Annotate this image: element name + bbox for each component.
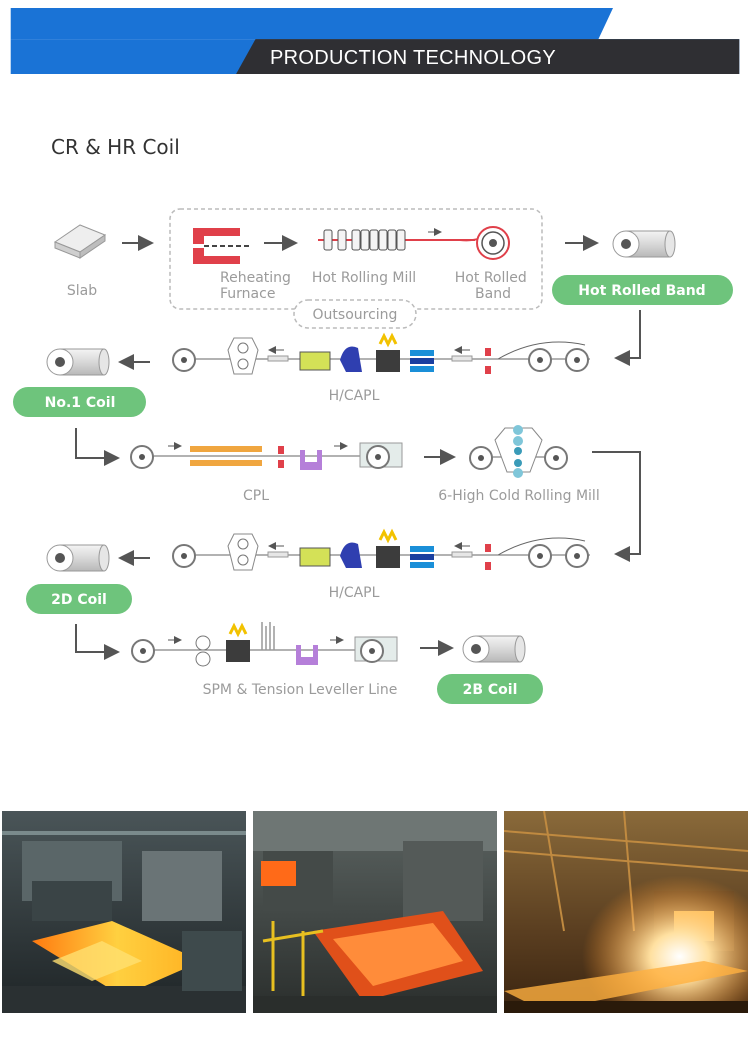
hot-rolling-photo-3 [504,811,748,1013]
cold-rolling-mill-icon [469,425,568,478]
hot-rolling-mill-label: Hot Rolling Mill [312,270,416,286]
coil-icon [612,230,676,258]
page-title: PRODUCTION TECHNOLOGY [270,47,556,69]
hcapl-line-icon [172,528,590,571]
no1-coil-pill [13,387,146,417]
2d-coil-label: 2D Coil [51,592,107,608]
section-title: CR & HR Coil [51,135,180,159]
hot-rolled-band-label: Hot Rolled Band [455,270,531,302]
coil-icon [476,226,510,260]
cpl-label: CPL [243,488,269,504]
outsourcing-label: Outsourcing [313,307,398,323]
hot-rolling-photo-2 [253,811,497,1013]
slab-icon [53,224,107,259]
hcapl-line-icon [172,332,590,375]
cold-rolling-mill-label: 6-High Cold Rolling Mill [438,488,599,504]
coil-icon [46,544,110,572]
reheating-furnace-icon [193,228,252,264]
coil-icon [462,635,526,663]
header-banner [10,8,740,75]
cpl-line-icon [130,442,403,470]
spm-line-label: SPM & Tension Leveller Line [203,682,398,698]
reheating-furnace-label: Reheating Furnace [220,270,295,302]
hot-rolled-band-pill [552,275,733,305]
hcapl-label-2: H/CAPL [329,585,380,601]
no1-coil-label: No.1 Coil [45,395,116,411]
2b-coil-label: 2B Coil [463,682,518,698]
coil-icon [46,348,110,376]
outsourcing-tag [293,299,417,329]
hcapl-label-1: H/CAPL [329,388,380,404]
connector-arrow-icon [75,428,120,466]
connector-arrow-icon [614,310,641,366]
hot-rolled-band-pill-label: Hot Rolled Band [578,283,705,299]
slab-label: Slab [67,283,97,299]
process-flow-diagram: Slab Reheating Furnace Hot Rolling Mill [13,208,733,704]
spm-line-icon [131,622,398,667]
connector-arrow-icon [75,624,120,660]
connector-arrow-icon [592,451,641,562]
hot-rolling-mill-icon [318,228,493,251]
2b-coil-pill [437,674,543,704]
hot-rolling-photo-1 [2,811,246,1013]
2d-coil-pill [26,584,132,614]
